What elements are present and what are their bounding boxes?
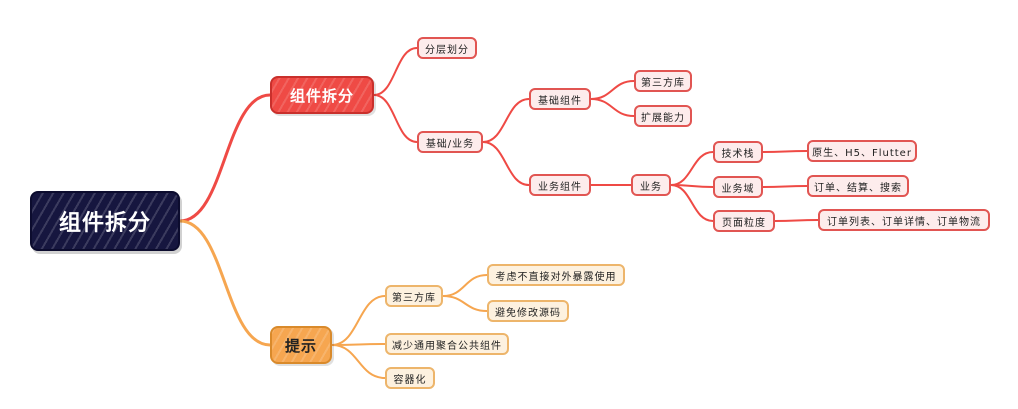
link-root-tips <box>178 219 272 347</box>
node-page-granularity[interactable]: 页面粒度 <box>713 210 775 232</box>
link-page-leaf <box>774 219 819 222</box>
link-business-techstack <box>670 151 714 186</box>
branch-node-component-split[interactable]: 组件拆分 <box>270 76 374 114</box>
node-avoid-modify-source[interactable]: 避免修改源码 <box>487 300 569 322</box>
link-split-layer <box>373 47 418 96</box>
node-containerization[interactable]: 容器化 <box>385 367 435 389</box>
node-business-domain[interactable]: 业务域 <box>713 176 763 198</box>
link-tips-container <box>331 344 386 379</box>
link-techstack-leaf <box>762 150 808 153</box>
node-third-party-lib[interactable]: 第三方库 <box>634 70 692 92</box>
node-order-list-detail-logistics[interactable]: 订单列表、订单详情、订单物流 <box>818 209 990 231</box>
root-node[interactable]: 组件拆分 <box>30 191 180 251</box>
link-bb-basic-component <box>482 98 530 143</box>
node-reduce-aggregate-components[interactable]: 减少通用聚合公共组件 <box>385 333 509 355</box>
link-tips-thirdparty <box>331 295 386 346</box>
node-tech-stack[interactable]: 技术栈 <box>713 141 763 163</box>
node-native-h5-flutter[interactable]: 原生、H5、Flutter <box>807 140 917 162</box>
link-thirdparty-source <box>442 295 488 312</box>
node-basic-business[interactable]: 基础/业务 <box>417 131 483 153</box>
link-basic-thirdparty <box>590 80 635 100</box>
link-domain-leaf <box>762 185 808 188</box>
node-layer-division[interactable]: 分层划分 <box>417 37 477 59</box>
link-root-component-split <box>178 93 272 223</box>
link-thirdparty-expose <box>442 274 488 297</box>
branch-node-tips[interactable]: 提示 <box>270 326 332 364</box>
link-business-page <box>670 184 714 222</box>
link-split-basic-business <box>373 94 418 143</box>
node-not-expose-directly[interactable]: 考虑不直接对外暴露使用 <box>487 264 625 286</box>
node-business[interactable]: 业务 <box>631 174 671 196</box>
node-business-component[interactable]: 业务组件 <box>529 174 591 196</box>
link-tips-reduce <box>331 343 386 346</box>
link-basic-extension <box>590 98 635 117</box>
node-basic-component[interactable]: 基础组件 <box>529 88 591 110</box>
node-order-settle-search[interactable]: 订单、结算、搜索 <box>807 175 909 197</box>
node-extension-ability[interactable]: 扩展能力 <box>634 105 692 127</box>
link-bb-business-component <box>482 141 530 186</box>
node-tips-third-party-lib[interactable]: 第三方库 <box>385 285 443 307</box>
